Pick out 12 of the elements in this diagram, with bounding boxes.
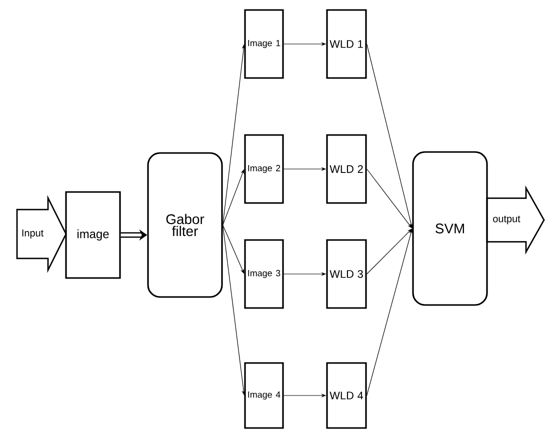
- process-box: image: [65, 191, 121, 279]
- process-box: Image 1: [244, 9, 284, 79]
- process-box: WLD 1: [326, 9, 367, 79]
- rounded-box: Gabor filter: [147, 152, 223, 298]
- process-box: Image 3: [244, 239, 284, 309]
- process-box: WLD 3: [326, 239, 367, 309]
- process-box: WLD 4: [326, 362, 367, 429]
- process-box: Image 2: [244, 134, 284, 204]
- process-box: Image 4: [244, 362, 284, 429]
- rounded-box: SVM: [412, 151, 488, 306]
- arrow: [222, 224, 244, 274]
- process-box: WLD 2: [326, 134, 367, 204]
